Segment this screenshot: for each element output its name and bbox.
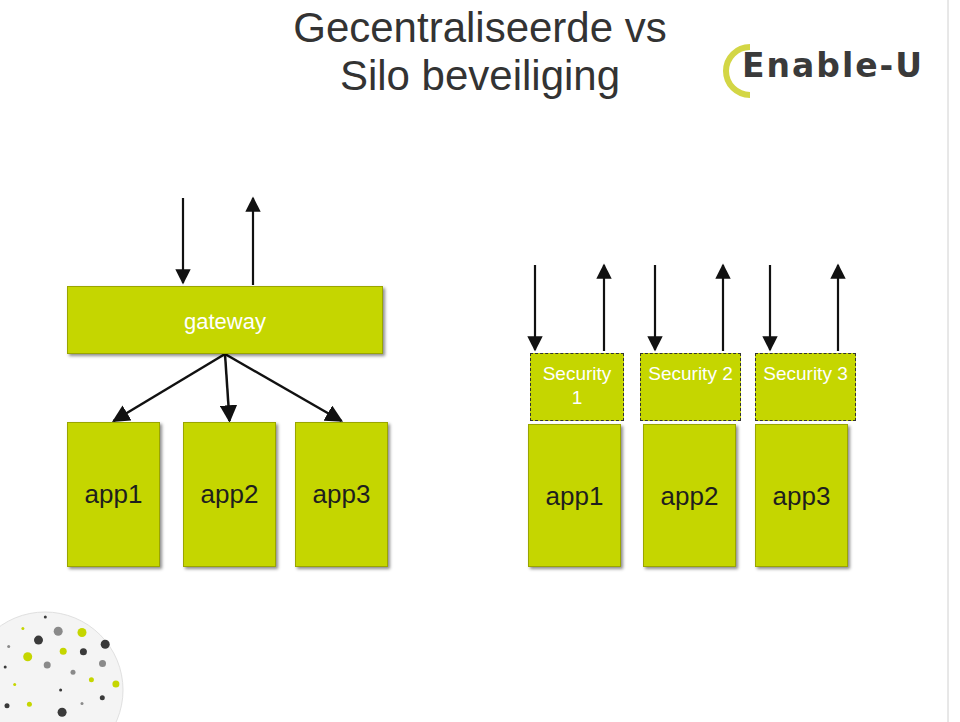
security-box: Security 3: [755, 353, 856, 421]
app-box: app1: [528, 424, 621, 567]
node-label: Security 1: [537, 362, 617, 410]
node-label: app1: [531, 481, 618, 512]
node-label: app2: [186, 479, 273, 510]
node-label: app2: [646, 481, 733, 512]
node-label: Security 3: [762, 362, 849, 386]
app-box: app1: [67, 422, 160, 567]
node-label: Security 2: [647, 362, 734, 386]
connector-arrow: [114, 354, 226, 421]
app-box: app3: [755, 424, 848, 567]
edge-rule: [948, 0, 949, 722]
connector-arrow: [225, 354, 342, 421]
slide-title: Gecentraliseerde vs Silo beveiliging: [275, 4, 685, 100]
security-box: Security 2: [640, 353, 741, 421]
app-box: app2: [643, 424, 736, 567]
node-label: gateway: [74, 309, 376, 335]
security-box: Security 1: [530, 353, 624, 421]
app-box: app3: [295, 422, 388, 567]
node-label: app1: [70, 479, 157, 510]
node-label: app3: [758, 481, 845, 512]
gateway-box: gateway: [67, 286, 383, 354]
logo-text: Enable-U: [742, 46, 924, 85]
node-label: app3: [298, 479, 385, 510]
app-box: app2: [183, 422, 276, 567]
globe-graphic: [0, 612, 123, 722]
connector-arrow: [225, 354, 230, 421]
